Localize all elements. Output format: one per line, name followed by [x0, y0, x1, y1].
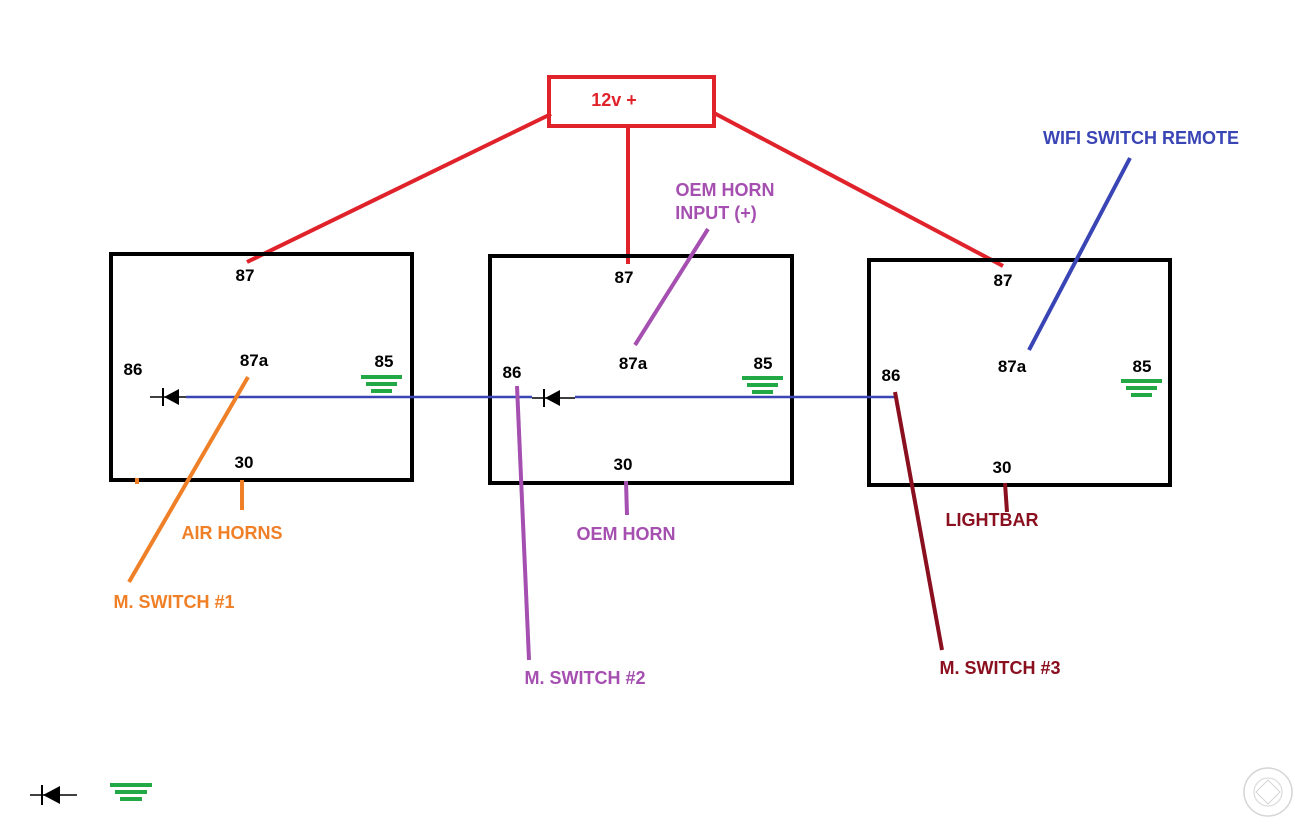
lightbar-wire — [1003, 482, 1009, 513]
relay-1-pin-86: 86 — [124, 360, 143, 379]
relay-3-pin-30: 30 — [993, 458, 1012, 477]
ground-icon — [110, 783, 152, 801]
relay-1-box — [109, 252, 414, 482]
relay-3-pin-87: 87 — [994, 271, 1013, 290]
m-switch-2-wire — [515, 385, 531, 661]
oem-horn-input-label-line1: OEM HORN — [676, 180, 775, 200]
m-switch-1-label: M. SWITCH #1 — [113, 592, 234, 612]
lightbar-label: LIGHTBAR — [946, 510, 1039, 530]
relay-3-box — [867, 258, 1172, 487]
power-source-label: 12v + — [591, 90, 637, 110]
power-source-box — [547, 75, 716, 128]
air-horns-label: AIR HORNS — [181, 523, 282, 543]
relay-3-pin-87a: 87a — [998, 357, 1027, 376]
m-switch-3-wire — [893, 391, 944, 651]
m-switch-1-wire — [127, 375, 250, 584]
ground-icon — [1121, 379, 1162, 397]
oem-horn-wire — [624, 480, 629, 516]
relay-1-pin-85: 85 — [375, 352, 394, 371]
relay-3-pin-85: 85 — [1133, 357, 1152, 376]
relay-1-pin-87a: 87a — [240, 351, 269, 370]
power-wire-relay-1 — [246, 112, 552, 264]
oem-horn-input-label-line2: INPUT (+) — [675, 203, 757, 223]
relay-1-pin-30: 30 — [235, 453, 254, 472]
legend — [30, 783, 152, 805]
oem-horn-label: OEM HORN — [577, 524, 676, 544]
relay-2-pin-85: 85 — [754, 354, 773, 373]
diode-icon — [30, 785, 77, 805]
ground-icon — [361, 375, 402, 393]
wifi-remote-wire — [1027, 157, 1132, 351]
relay-2-pin-86: 86 — [503, 363, 522, 382]
relay-2-pin-30: 30 — [614, 455, 633, 474]
relay-1-pin-87: 87 — [236, 266, 255, 285]
m-switch-2-label: M. SWITCH #2 — [524, 668, 645, 688]
diode-icon — [532, 389, 575, 407]
power-wire-relay-3 — [713, 111, 1004, 268]
relay-1: 87 87a 86 85 30 — [109, 252, 414, 482]
watermark-seal-icon — [1243, 767, 1293, 817]
relay-3-pin-86: 86 — [882, 366, 901, 385]
diode-icon — [150, 388, 186, 406]
oem-horn-input-wire — [633, 227, 710, 347]
relay-2-pin-87: 87 — [615, 268, 634, 287]
m-switch-3-label: M. SWITCH #3 — [939, 658, 1060, 678]
maroon-wires — [893, 391, 1009, 651]
power-wires — [246, 111, 1004, 268]
ground-icon — [742, 376, 783, 394]
relay-3: 87 87a 86 85 30 — [867, 258, 1172, 487]
power-source: 12v + — [547, 75, 716, 128]
orange-wires — [127, 375, 250, 584]
wifi-switch-remote-label: WIFI SWITCH REMOTE — [1043, 128, 1239, 148]
purple-wires — [515, 227, 710, 661]
relay-2-pin-87a: 87a — [619, 354, 648, 373]
relay-2-box — [488, 254, 794, 485]
relay-2: 87 87a 86 85 30 — [488, 254, 794, 485]
